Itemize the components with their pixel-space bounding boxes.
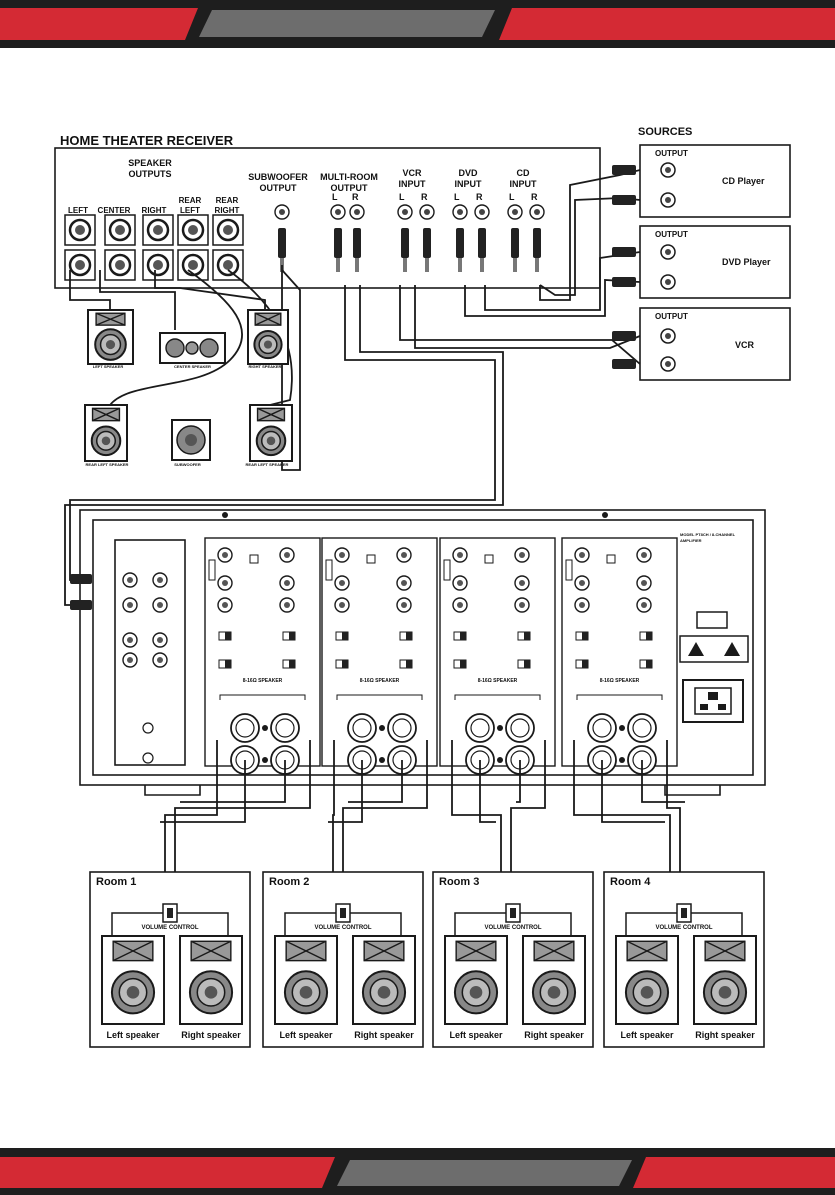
power-switch [696, 611, 728, 629]
speaker-cabinet [179, 935, 243, 1025]
amplifier-chassis [79, 509, 766, 786]
source-vcr-output: OUTPUT [655, 312, 688, 321]
source-dvd-name: DVD Player [722, 257, 771, 267]
amp-channel-module [561, 537, 678, 775]
source-cd-name: CD Player [722, 176, 765, 186]
speaker-cabinet [693, 935, 757, 1025]
receiver-box [54, 147, 601, 289]
left-speaker-label: Left speaker [106, 1030, 160, 1040]
room-title: Room 4 [610, 876, 651, 888]
source-box-cd [639, 144, 791, 218]
left-speaker-label: Left speaker [620, 1030, 674, 1040]
room-box [432, 871, 594, 1048]
left-speaker-label: Left speaker [279, 1030, 333, 1040]
vcr-input-label: VCR INPUT [398, 168, 426, 189]
left-speaker-label: Left speaker [449, 1030, 503, 1040]
multiroom-output-label: MULTI-ROOM OUTPUT [320, 172, 378, 193]
amp-speaker-impedance-label: 8-16Ω SPEAKER [599, 678, 640, 684]
amp-speaker-impedance-label: 8-16Ω SPEAKER [359, 678, 400, 684]
room-title: Room 1 [96, 876, 137, 888]
speaker-cabinet [615, 935, 679, 1025]
subwoofer-output-label: SUBWOOFER OUTPUT [248, 172, 308, 193]
speaker-cabinet [444, 935, 508, 1025]
subwoofer-label: SUBWOOFER [174, 462, 201, 467]
volume-control-label: VOLUME CONTROL [314, 925, 372, 931]
speaker-cabinet [101, 935, 165, 1025]
source-cd-output: OUTPUT [655, 149, 688, 158]
rca-jacks [274, 204, 545, 272]
speaker-cabinet [87, 309, 134, 365]
rear-left-speaker-label: REAR LEFT SPEAKER [85, 462, 129, 467]
amplifier-model-label: MODEL PT8CH / 8-CHANNEL AMPLIFIER [680, 532, 735, 543]
right-speaker-label: Right speaker [181, 1030, 241, 1040]
channel-rear-left-label: REAR LEFT [178, 196, 202, 215]
volume-control-label: VOLUME CONTROL [655, 925, 713, 931]
amp-speaker-impedance-label: 8-16Ω SPEAKER [242, 678, 283, 684]
amp-channel-module [439, 537, 556, 775]
cd-input-label: CD INPUT [509, 168, 537, 189]
jack-left-label: L [399, 192, 405, 202]
room-box [262, 871, 424, 1048]
jack-left-label: L [509, 192, 515, 202]
room-box [603, 871, 765, 1048]
source-box-dvd [639, 225, 791, 299]
source-dvd-output: OUTPUT [655, 230, 688, 239]
room-box [89, 871, 251, 1048]
speaker-cabinet [247, 309, 289, 365]
speaker-terminals [64, 214, 244, 281]
jack-right-label: R [531, 192, 538, 202]
sources-title: SOURCES [638, 126, 693, 138]
source-box-vcr [639, 307, 791, 381]
volume-control-label: VOLUME CONTROL [484, 925, 542, 931]
speaker-cabinet [274, 935, 338, 1025]
jack-left-label: L [454, 192, 460, 202]
top-band [0, 0, 835, 48]
amp-channel-module [321, 537, 438, 775]
channel-center-label: CENTER [97, 206, 131, 215]
dvd-input-label: DVD INPUT [454, 168, 482, 189]
amp-speaker-impedance-label: 8-16Ω SPEAKER [477, 678, 518, 684]
room-title: Room 2 [269, 876, 310, 888]
room-title: Room 3 [439, 876, 480, 888]
center-speaker-label: CENTER SPEAKER [174, 364, 211, 369]
channel-rear-right-label: REAR RIGHT [214, 196, 240, 215]
speaker-outputs-label: SPEAKER OUTPUTS [128, 158, 172, 179]
jack-right-label: R [476, 192, 483, 202]
rear-left-speaker-2-label: REAR LEFT SPEAKER [245, 462, 289, 467]
source-vcr-name: VCR [735, 340, 755, 350]
receiver-title: HOME THEATER RECEIVER [60, 133, 234, 148]
amp-channel-module [204, 537, 321, 775]
speaker-cabinet [249, 404, 293, 462]
volume-control-label: VOLUME CONTROL [141, 925, 199, 931]
channel-right-label: RIGHT [141, 206, 167, 215]
jack-left-label: L [332, 192, 338, 202]
speaker-cabinet [522, 935, 586, 1025]
right-speaker-label: Right speaker [354, 1030, 414, 1040]
channel-left-label: LEFT [68, 206, 88, 215]
right-speaker-label: Right speaker [524, 1030, 584, 1040]
right-speaker-label: Right speaker [695, 1030, 755, 1040]
speaker-cabinet [352, 935, 416, 1025]
right-speaker-label: RIGHT SPEAKER [248, 364, 282, 369]
left-speaker-label: LEFT SPEAKER [92, 364, 124, 369]
speaker-cabinet [84, 404, 128, 462]
jack-right-label: R [352, 192, 359, 202]
jack-right-label: R [421, 192, 428, 202]
